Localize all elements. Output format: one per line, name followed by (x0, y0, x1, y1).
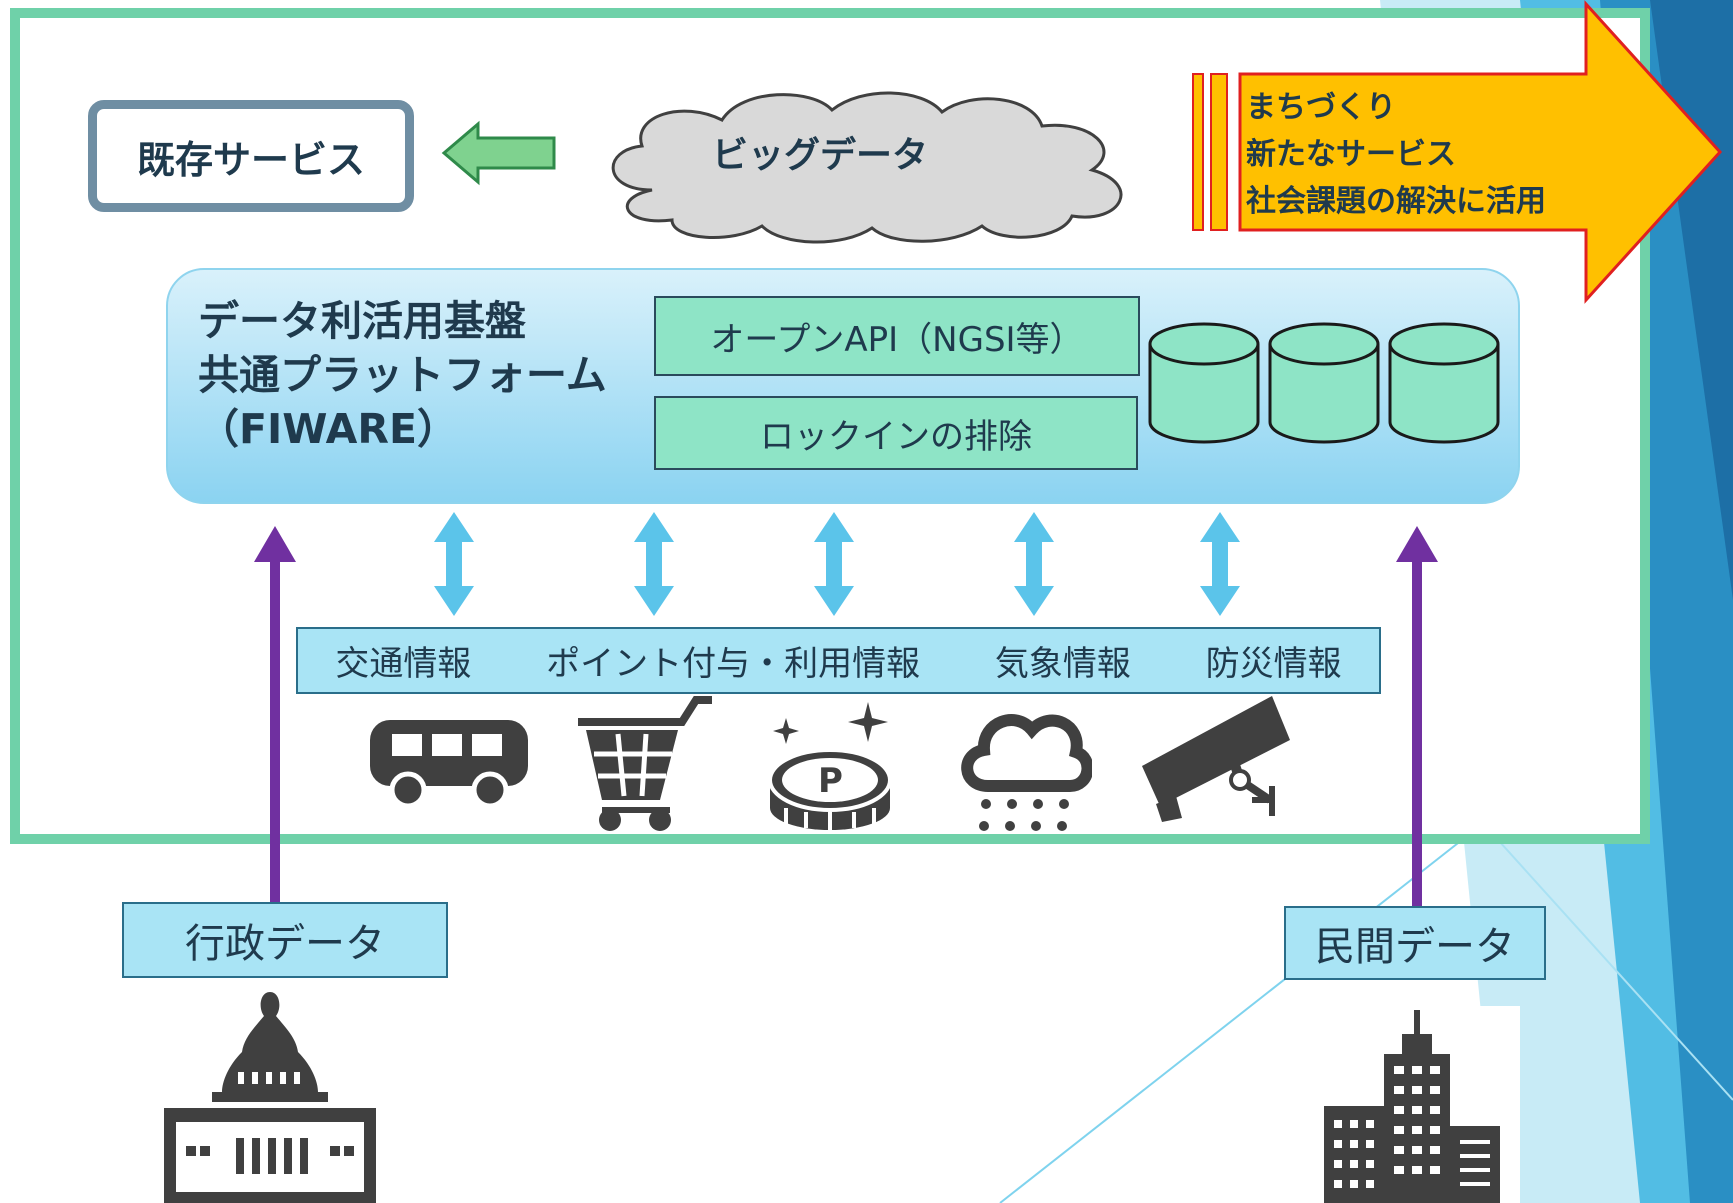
left-arrow-icon (441, 120, 556, 186)
info-weather: 気象情報 (994, 644, 1131, 684)
government-building-icon (164, 992, 376, 1203)
private-data-label: 民間データ (1315, 924, 1515, 970)
government-data-arrow (254, 526, 296, 902)
office-building-icon (1310, 1006, 1520, 1203)
bus-icon (370, 720, 528, 808)
lockin-label: ロックインの排除 (760, 416, 1032, 457)
big-data-label: ビッグデータ (711, 135, 928, 176)
point-coin-icon: P (768, 702, 892, 830)
existing-service-box: 既存サービス (88, 100, 414, 212)
platform-title-line-2: 共通プラットフォーム (198, 351, 607, 399)
security-camera-icon (1142, 696, 1290, 822)
info-points: ポイント付与・利用情報 (546, 644, 921, 684)
info-traffic: 交通情報 (335, 644, 472, 684)
rain-cloud-icon (961, 714, 1092, 831)
private-data-arrow (1396, 526, 1438, 906)
svg-text:P: P (818, 761, 843, 801)
output-arrow (1192, 0, 1723, 304)
open-api-label: オープンAPI（NGSI等） (710, 319, 1084, 360)
government-data-box: 行政データ (122, 902, 448, 978)
database-icon (1148, 322, 1500, 444)
arrow-line-3: 社会課題の解決に活用 (1246, 184, 1546, 219)
existing-service-label: 既存サービス (136, 137, 365, 182)
platform-title: データ利活用基盤 共通プラットフォーム （FIWARE） (198, 294, 607, 456)
open-api-box: オープンAPI（NGSI等） (654, 296, 1140, 376)
big-data-cloud (611, 91, 1123, 244)
information-bar: 交通情報 ポイント付与・利用情報 気象情報 防災情報 (296, 627, 1381, 694)
arrow-line-1: まちづくり (1246, 90, 1396, 125)
platform-title-line-1: データ利活用基盤 (198, 297, 526, 345)
output-arrow-text: まちづくり 新たなサービス 社会課題の解決に活用 (1246, 84, 1546, 225)
lockin-box: ロックインの排除 (654, 396, 1138, 470)
info-disaster: 防災情報 (1205, 644, 1342, 684)
government-data-label: 行政データ (185, 921, 385, 967)
exchange-arrows (434, 512, 1240, 616)
arrow-line-2: 新たなサービス (1246, 137, 1456, 172)
shopping-cart-icon (578, 696, 712, 831)
private-data-box: 民間データ (1284, 906, 1546, 980)
platform-title-line-3: （FIWARE） (198, 405, 458, 453)
